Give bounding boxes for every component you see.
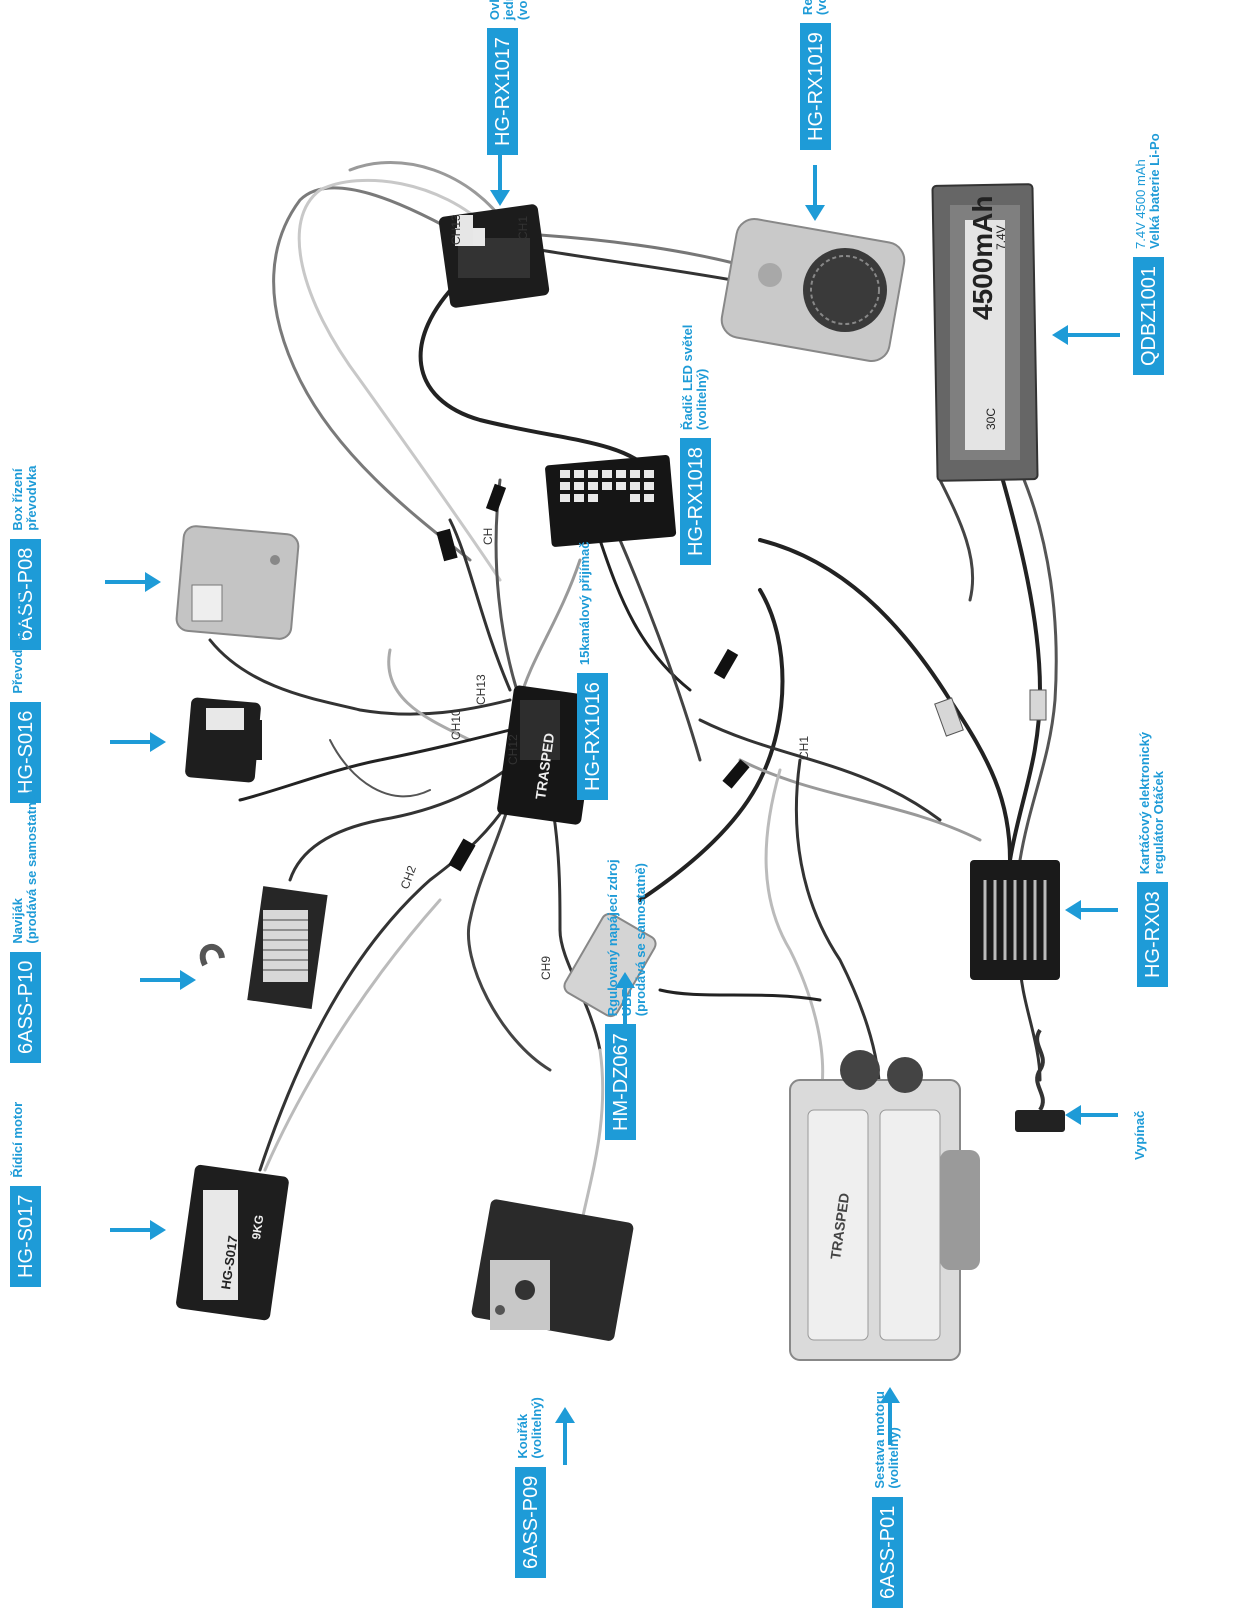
- arrow-rx03: [1065, 900, 1081, 920]
- engine-assembly-device: TRASPED: [790, 1050, 980, 1360]
- label-6ass-p09: 6ASS-P09 Kouřák(volitelný): [515, 1397, 546, 1578]
- desc-6ass-p10: Naviják(prodává se samostatně): [11, 790, 39, 943]
- desc-hg-rx1017: Ovladač zvukovéjednoky(volitelný): [488, 0, 530, 20]
- desc-hg-s017: Řídicí motor: [11, 1102, 25, 1178]
- arrow-rx1017: [490, 190, 510, 206]
- label-hg-rx1018: HG-RX1018 Řadič LED světel(volitelný): [680, 325, 711, 565]
- wire-tag-ch-led: CH: [481, 528, 495, 545]
- wire-tag-ch13-rx: CH13: [474, 674, 488, 705]
- label-hg-rx1017: HG-RX1017 Ovladač zvukovéjednoky(voliteln…: [487, 0, 530, 155]
- arrow-p08: [145, 572, 161, 592]
- code-hg-s016: HG-S016: [10, 702, 41, 803]
- desc-6ass-p01: Sestava motoru(volitelný): [873, 1391, 901, 1489]
- label-hg-rx1019: HG-RX1019 Reproduktor(volitelný): [800, 0, 831, 150]
- gearbox-box-device: [176, 525, 300, 640]
- arrow-rx1019: [805, 205, 825, 221]
- code-qdbz1001: QDBZ1001: [1133, 257, 1164, 375]
- code-hg-rx1019: HG-RX1019: [800, 23, 831, 150]
- label-hg-s017: HG-S017 Řídicí motor: [10, 1102, 41, 1287]
- arrow-switch: [1065, 1105, 1081, 1125]
- desc-vypinac: Vypínač: [1133, 1111, 1147, 1160]
- label-6ass-p01: 6ASS-P01 Sestava motoru(volitelný): [872, 1391, 903, 1608]
- arrow-p09: [555, 1407, 575, 1423]
- code-6ass-p01: 6ASS-P01: [872, 1497, 903, 1608]
- desc-hg-rx1018: Řadič LED světel(volitelný): [681, 325, 709, 431]
- desc-hg-s016: Převodovka řízení: [11, 582, 25, 693]
- smoker-device: [471, 1198, 635, 1341]
- arrow-p10: [180, 970, 196, 990]
- arrow-s016: [150, 732, 166, 752]
- wire-tag-ch2: CH2: [398, 863, 419, 891]
- arrow-s017: [150, 1220, 166, 1240]
- wire-tag-ch9: CH9: [539, 956, 553, 980]
- battery-rating-print: 30C: [984, 408, 998, 430]
- arrow-qdbz1001: [1052, 325, 1068, 345]
- label-hg-s016: HG-S016 Převodovka řízení: [10, 582, 41, 803]
- servo-s016-device: [185, 697, 262, 783]
- battery-capacity-print: 4500mAh: [967, 195, 998, 320]
- battery-voltage-print: 7.4V: [994, 225, 1008, 250]
- wire-tag-ch13-sound: CH13: [449, 214, 463, 245]
- servo-s017-device: HG-S017 9KG: [175, 1164, 289, 1321]
- wire-tag-ch10: CH10: [449, 709, 463, 740]
- desc-hg-rx1016: 15kanálový přijímač: [578, 541, 592, 665]
- label-6ass-p10: 6ASS-P10 Naviják(prodává se samostatně): [10, 790, 41, 1063]
- code-hg-rx1017: HG-RX1017: [487, 28, 518, 155]
- code-hg-rx1016: HG-RX1016: [577, 673, 608, 800]
- code-hg-s017: HG-S017: [10, 1186, 41, 1287]
- desc-6ass-p09: Kouřák(volitelný): [516, 1397, 544, 1458]
- led-controller-device: [545, 455, 677, 548]
- code-hg-rx1018: HG-RX1018: [680, 438, 711, 565]
- esc-device: [970, 860, 1060, 980]
- code-hg-rx03: HG-RX03: [1137, 882, 1168, 987]
- speaker-device: [719, 216, 907, 364]
- battery-device: 4500mAh 7.4V 30C: [932, 184, 1037, 481]
- code-hm-dz067: HM-DZ067: [605, 1024, 636, 1140]
- code-6ass-p10: 6ASS-P10: [10, 952, 41, 1063]
- winch-device: [203, 886, 328, 1009]
- code-6ass-p09: 6ASS-P09: [515, 1467, 546, 1578]
- wire-tag-ch1-esc: CH1: [797, 736, 811, 760]
- label-vypinac: Vypínač: [1132, 1111, 1150, 1160]
- desc-hg-rx1019: Reproduktor(volitelný): [801, 0, 829, 15]
- wire-tag-ch12: CH12: [506, 734, 520, 765]
- wire-tag-ch1-sound: CH1: [516, 216, 530, 240]
- label-hg-rx1016: HG-RX1016 15kanálový přijímač: [577, 541, 608, 800]
